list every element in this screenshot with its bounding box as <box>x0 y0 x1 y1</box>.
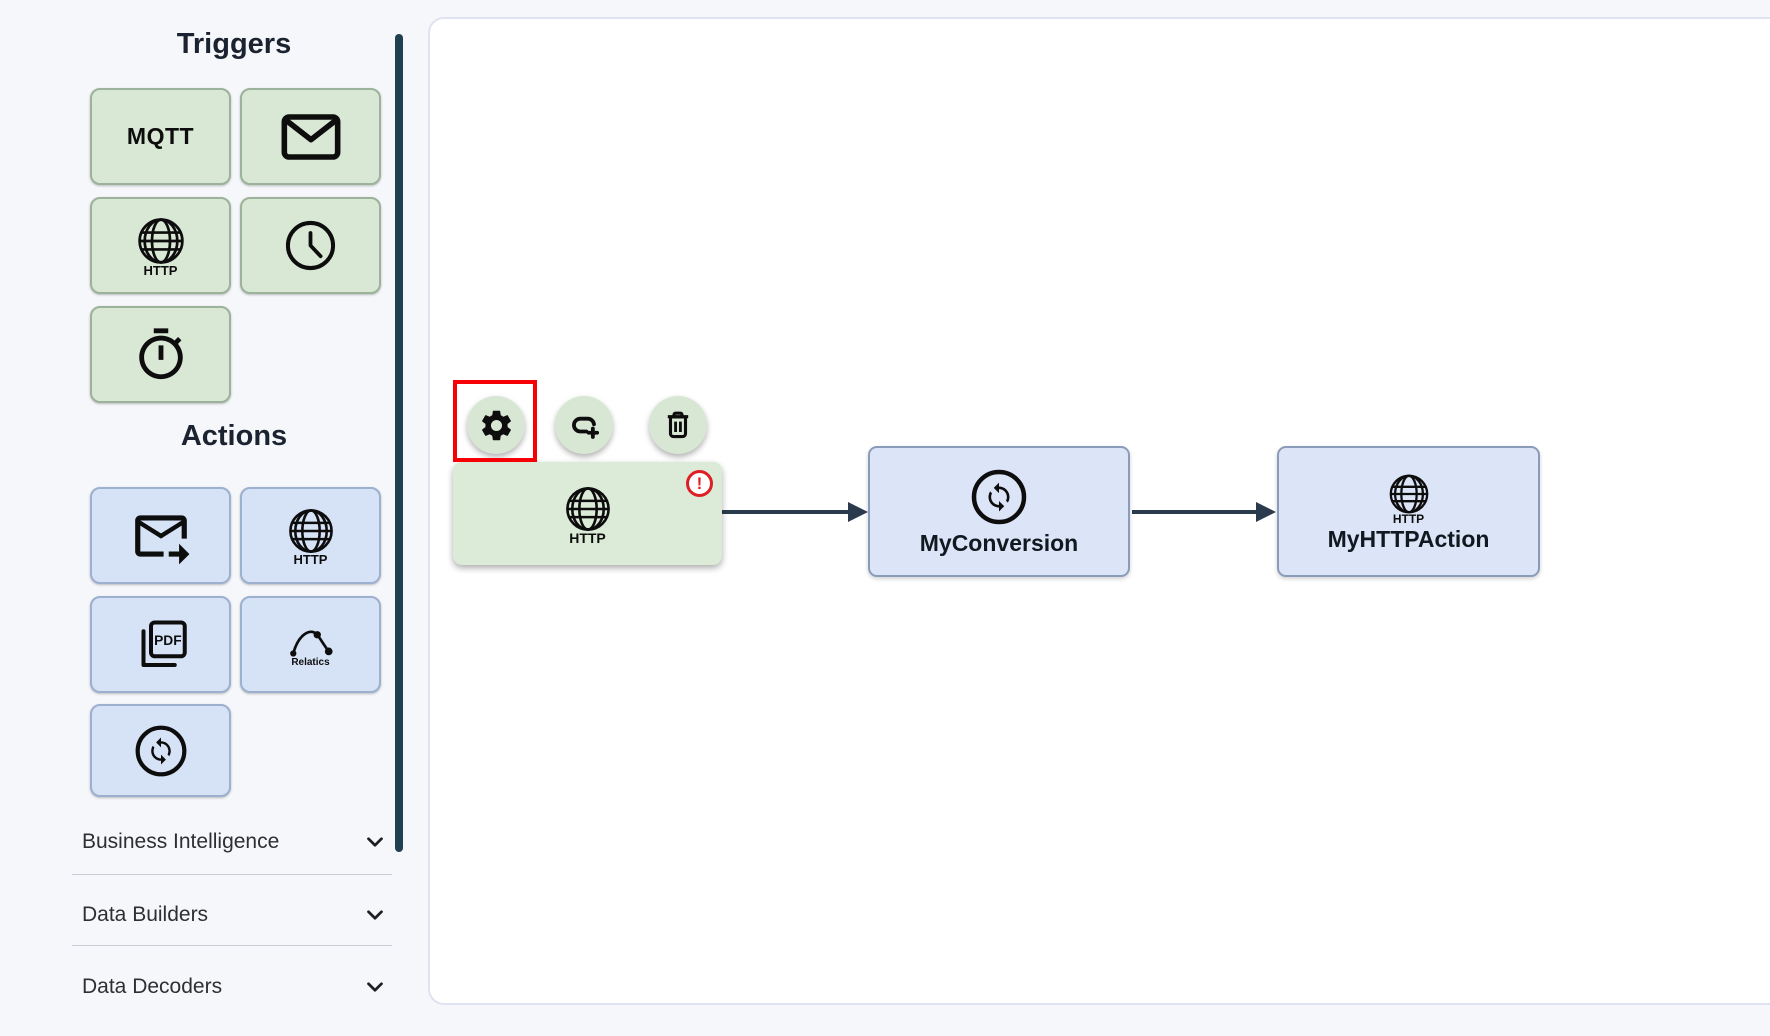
palette-tile-conversion[interactable] <box>90 704 231 797</box>
group-label: Business Intelligence <box>82 830 280 853</box>
palette-tile-relatics[interactable]: Relatics <box>240 596 381 693</box>
group-divider <box>72 874 392 875</box>
node-label: MyHTTPAction <box>1327 525 1490 552</box>
tile-caption: Relatics <box>291 657 330 668</box>
chevron-down-icon <box>362 974 388 1000</box>
node-caption: HTTP <box>1392 511 1425 526</box>
send-mail-icon <box>130 505 192 567</box>
error-badge: ! <box>686 470 713 497</box>
sync-icon <box>969 467 1029 527</box>
palette-tile-http-action[interactable]: HTTP <box>240 487 381 584</box>
settings-highlight-rectangle <box>453 380 537 462</box>
sidebar-scrollbar[interactable] <box>395 34 403 852</box>
group-label: Data Decoders <box>82 975 223 998</box>
palette-tile-schedule-trigger[interactable] <box>240 197 381 294</box>
triggers-heading: Triggers <box>176 28 292 60</box>
globe-icon <box>1386 471 1432 517</box>
palette-tile-timer-trigger[interactable] <box>90 306 231 403</box>
link-plus-icon <box>565 406 603 444</box>
node-caption: HTTP <box>569 529 606 546</box>
group-business-intelligence[interactable]: Business Intelligence <box>72 820 394 864</box>
globe-icon <box>285 505 337 557</box>
trash-icon <box>661 408 695 442</box>
pdf-icon: PDF <box>131 615 191 675</box>
sync-icon <box>133 723 189 779</box>
edge-arrowhead <box>1256 502 1276 522</box>
group-data-builders[interactable]: Data Builders <box>72 893 394 937</box>
conversion-node[interactable]: MyConversion <box>868 446 1130 577</box>
palette-tile-pdf[interactable]: PDF <box>90 596 231 693</box>
palette-tile-send-email[interactable] <box>90 487 231 584</box>
node-label: MyConversion <box>919 529 1079 556</box>
group-data-decoders[interactable]: Data Decoders <box>72 965 394 1009</box>
chevron-down-icon <box>362 902 388 928</box>
gear-icon <box>478 407 515 444</box>
edge-http-to-conversion[interactable] <box>722 510 848 514</box>
envelope-icon <box>279 111 343 163</box>
group-divider <box>72 945 392 946</box>
palette-tile-mqtt[interactable]: MQTT <box>90 88 231 185</box>
http-action-node[interactable]: HTTP MyHTTPAction <box>1277 446 1540 577</box>
delete-button[interactable] <box>649 396 707 454</box>
pdf-label: PDF <box>154 633 182 648</box>
error-glyph: ! <box>696 473 703 493</box>
globe-icon <box>134 214 188 268</box>
tile-caption: HTTP <box>293 552 328 567</box>
group-label: Data Builders <box>82 903 209 926</box>
mqtt-label: MQTT <box>126 123 195 149</box>
http-trigger-node[interactable]: HTTP ! <box>453 462 722 565</box>
tile-caption: HTTP <box>143 263 178 278</box>
globe-icon <box>562 483 614 535</box>
timer-icon <box>132 326 190 384</box>
settings-button[interactable] <box>467 396 525 454</box>
actions-heading: Actions <box>180 420 288 452</box>
add-link-button[interactable] <box>555 396 613 454</box>
edge-conversion-to-httpaction[interactable] <box>1132 510 1256 514</box>
palette-tile-http-trigger[interactable]: HTTP <box>90 197 231 294</box>
edge-arrowhead <box>848 502 868 522</box>
clock-icon <box>282 217 339 274</box>
chevron-down-icon <box>362 829 388 855</box>
palette-tile-email-trigger[interactable] <box>240 88 381 185</box>
relatics-icon <box>286 621 336 661</box>
